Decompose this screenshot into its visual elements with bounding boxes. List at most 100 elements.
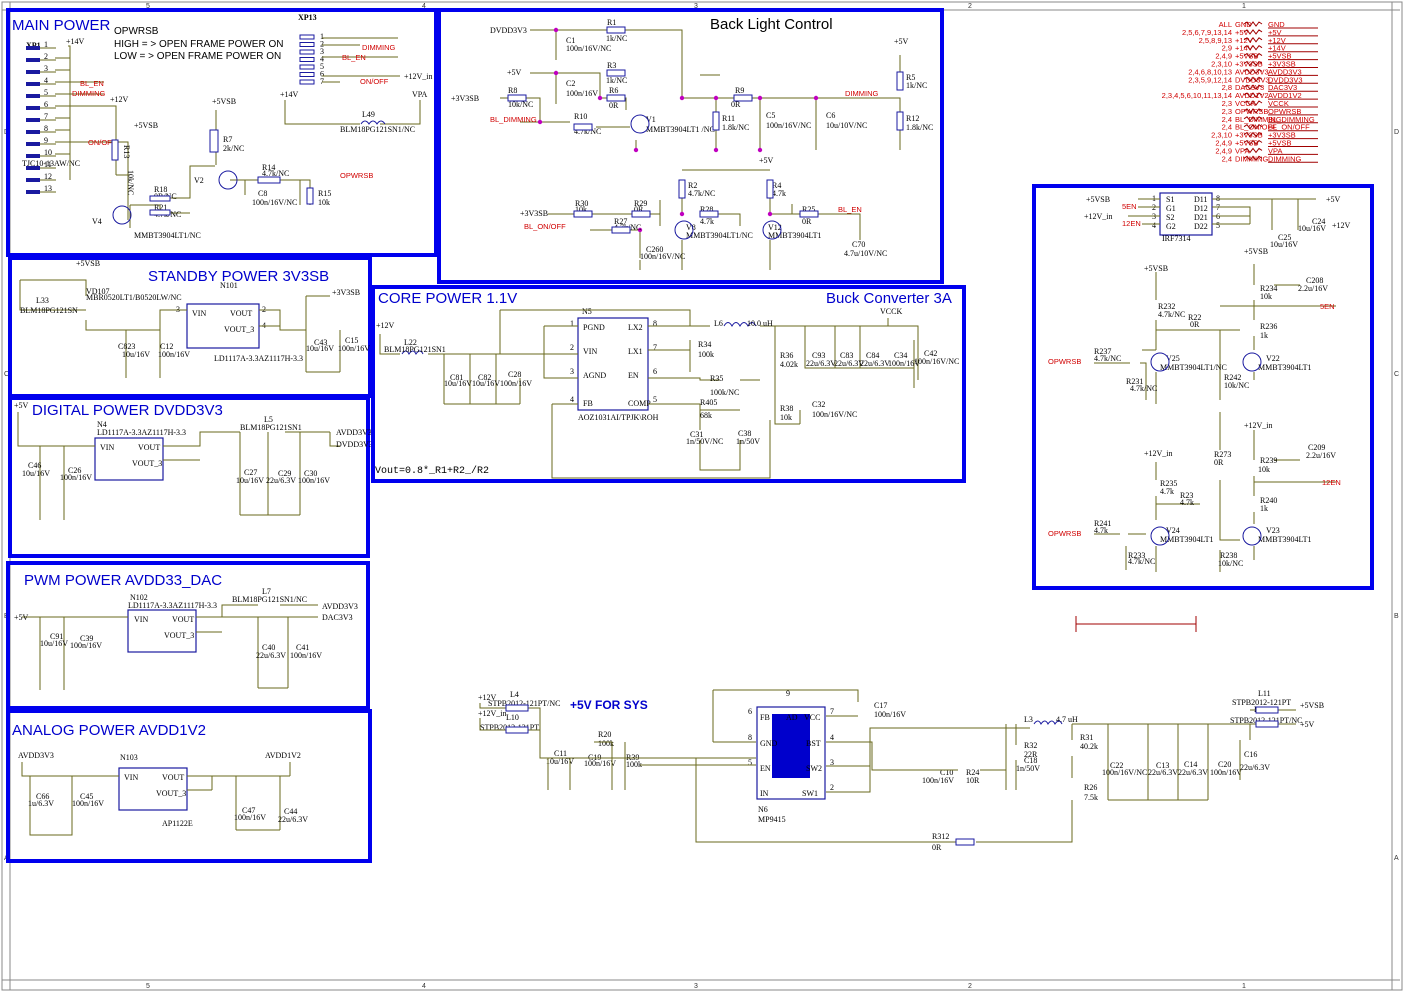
pin-number: 1 [44,40,48,49]
part-value: STPB2012-121PT/NC [488,699,560,708]
part-ref: C41 [296,643,309,652]
part-ref: VD107 [86,287,110,296]
net-label: +5V [14,401,29,410]
net-label: 5EN [1320,302,1335,311]
chip-ref: N6 [758,805,768,814]
part-ref: R29 [634,199,647,208]
part-ref: R236 [1260,322,1277,331]
frame-row: B [1394,613,1399,620]
frame-row: C [1394,371,1399,378]
part-ref: R7 [223,135,232,144]
core-wires [379,309,919,479]
pin-number: 11 [44,160,52,169]
inductor-l49 [360,120,386,125]
part-value: 4.7k/NC [688,189,715,198]
net-label: +3V3SB [332,288,360,297]
regulator-n102 [127,609,197,653]
net-label: VCCK [880,307,902,316]
zigzag-link [1243,131,1263,138]
part-value: 10k [318,198,330,207]
part-value: 4.7k [1160,487,1174,496]
part-value: BLM18PG121SN [20,306,78,315]
part-ref: V4 [92,217,102,226]
part-value: 1n/50V [736,437,760,446]
chip-ref: N102 [130,593,148,602]
block-core-power: CORE POWER 1.1V Buck Converter 3A Vout=0… [371,285,966,483]
part-ref: R36 [780,351,793,360]
part-value: 22u/6.3V [1178,768,1208,777]
net-label: GND [1268,20,1285,29]
chip-pin: D11 [1194,195,1207,204]
connector-pin [299,34,315,40]
connector-pin [26,178,40,182]
net-label: DIMMING [845,89,878,98]
part-value: 100n/16V [72,799,104,808]
part-ref: R2 [688,181,697,190]
connector-pin [299,42,315,47]
backlight-symbols [507,26,904,240]
zigzag-link [1243,115,1263,122]
standby-parts: L33BLM18PG121SNVD107MBR0520LT1/B0520LW/N… [20,287,370,359]
sys5v-inductors [505,704,1279,846]
pin-number: 8 [748,733,752,742]
connector-pin [26,130,40,134]
part-ref: L5 [264,415,273,424]
net-label: +5VSB [1268,52,1292,61]
part-ref: C11 [554,749,567,758]
chip-part: AOZ1031AI/TPJK\ROH [578,413,659,422]
net-label: AVDD1V2 [265,751,301,760]
part-ref: C32 [812,400,825,409]
zigzag-link [1243,60,1263,67]
part-value: 0R [731,100,741,109]
net-label: +3V3SB [520,209,548,218]
part-value: 1u/6.3V [28,799,54,808]
part-value: 10u/16V [1298,224,1326,233]
net-label: +12V [1268,36,1286,45]
net-label: BL_EN [342,53,366,62]
part-value: 100n/16V [888,359,920,368]
pin-number: 2 [44,52,48,61]
block-border [6,8,438,257]
net-label: +5V [1300,720,1315,729]
part-ref: R240 [1260,496,1277,505]
chip-pin: LX2 [628,323,643,332]
resistor-r18 [149,195,171,202]
part-value: 100k/NC [710,388,739,397]
part-ref: C2 [566,79,575,88]
pin-list: 2,3,10 [1211,131,1232,140]
chip-pin: VOUT_3 [224,325,254,334]
part-ref: L22 [404,338,417,347]
inductor-l6 [723,322,757,328]
part-value: 1n/50V/NC [686,437,723,446]
chip-pin: COMP [628,399,651,408]
part-ref: R242 [1224,373,1241,382]
chip-pin: VIN [192,309,206,318]
connector-ref: XP1 [26,41,41,50]
part-value: 4.7k/NC [1158,310,1185,319]
part-ref: R22 [1188,313,1201,322]
pin-number: 1 [320,32,324,41]
signal-name: VCCK [1235,99,1256,108]
part-value: 40.2k [1080,742,1098,751]
net-label: VPA [1268,146,1282,155]
part-value: 10u/16V [444,379,472,388]
connector-pin [299,72,315,77]
part-ref: R241 [1094,519,1111,528]
digital-wires [17,412,340,520]
connector-pin [299,49,315,55]
part-ref: R238 [1220,551,1237,560]
pin-number: 12 [44,172,52,181]
part-ref: V2 [194,176,204,185]
header-ref: XP13 [298,13,317,22]
net-label: +12V_in [404,72,433,81]
zigzag-link [1243,84,1263,91]
net-label: AVDD3V3 [1268,67,1302,76]
resistor-r13 [111,139,119,161]
part-ref: R273 [1214,450,1231,459]
net-label: DAC3V3 [322,613,353,622]
chip-pin: S1 [1166,195,1174,204]
net-label: +12V_in [1084,212,1113,221]
frame-row: C [4,371,9,378]
